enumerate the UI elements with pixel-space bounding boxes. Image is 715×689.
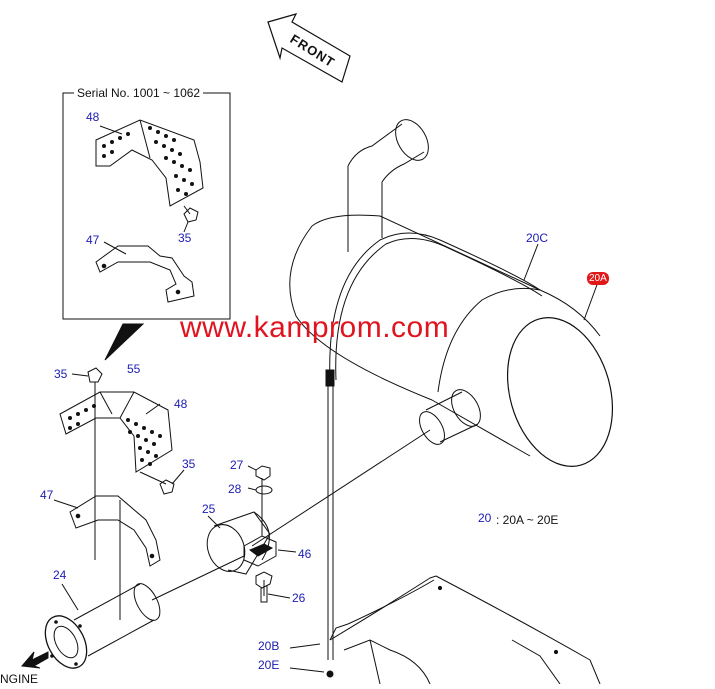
muffler-20 — [290, 114, 629, 660]
washer-28 — [248, 486, 272, 494]
callout-46: 46 — [298, 547, 312, 561]
legend-range: : 20A ~ 20E — [496, 513, 559, 527]
callout-26: 26 — [292, 591, 306, 605]
callout-55: 55 — [127, 362, 141, 376]
callout-25: 25 — [202, 502, 216, 516]
callout-20A-badge: 20A — [587, 272, 609, 285]
inset-title: Serial No. 1001 ~ 1062 — [74, 86, 204, 100]
callout-28: 28 — [228, 482, 242, 496]
callout-24: 24 — [53, 568, 67, 582]
callout-48: 48 — [174, 397, 188, 411]
callout-35-side: 35 — [182, 457, 196, 471]
callout-35-inset: 35 — [178, 231, 192, 245]
watermark: www.kamprom.com — [180, 311, 450, 344]
leader-lines — [95, 430, 430, 620]
callout-20B: 20B — [258, 639, 280, 653]
bolt-26 — [256, 572, 290, 602]
bolt-35-top — [72, 368, 102, 520]
legend-ref-20: 20 — [478, 511, 492, 525]
callout-47-inset: 47 — [86, 233, 100, 247]
clamp-25 — [201, 512, 270, 577]
inset-cover-bracket-48 — [96, 120, 203, 206]
support-bracket-47 — [54, 496, 160, 566]
engine-label: NGINE — [0, 672, 39, 686]
cover-bracket-48 — [60, 392, 172, 472]
inset-support-47 — [96, 242, 194, 302]
callout-47: 47 — [40, 488, 54, 502]
engine-arrow — [22, 652, 48, 668]
callout-20C: 20C — [526, 231, 549, 245]
bolt-35-side — [140, 470, 184, 494]
callout-48-inset: 48 — [86, 110, 100, 124]
inset-bolt-35 — [184, 206, 198, 232]
callout-27: 27 — [230, 458, 244, 472]
heat-shield — [290, 576, 600, 684]
front-arrow — [268, 14, 350, 82]
callout-20E: 20E — [258, 658, 280, 672]
nut-27 — [248, 466, 270, 480]
callout-35-top: 35 — [54, 367, 68, 381]
bracket-46 — [244, 536, 296, 566]
tail-pipe-24 — [37, 580, 165, 676]
